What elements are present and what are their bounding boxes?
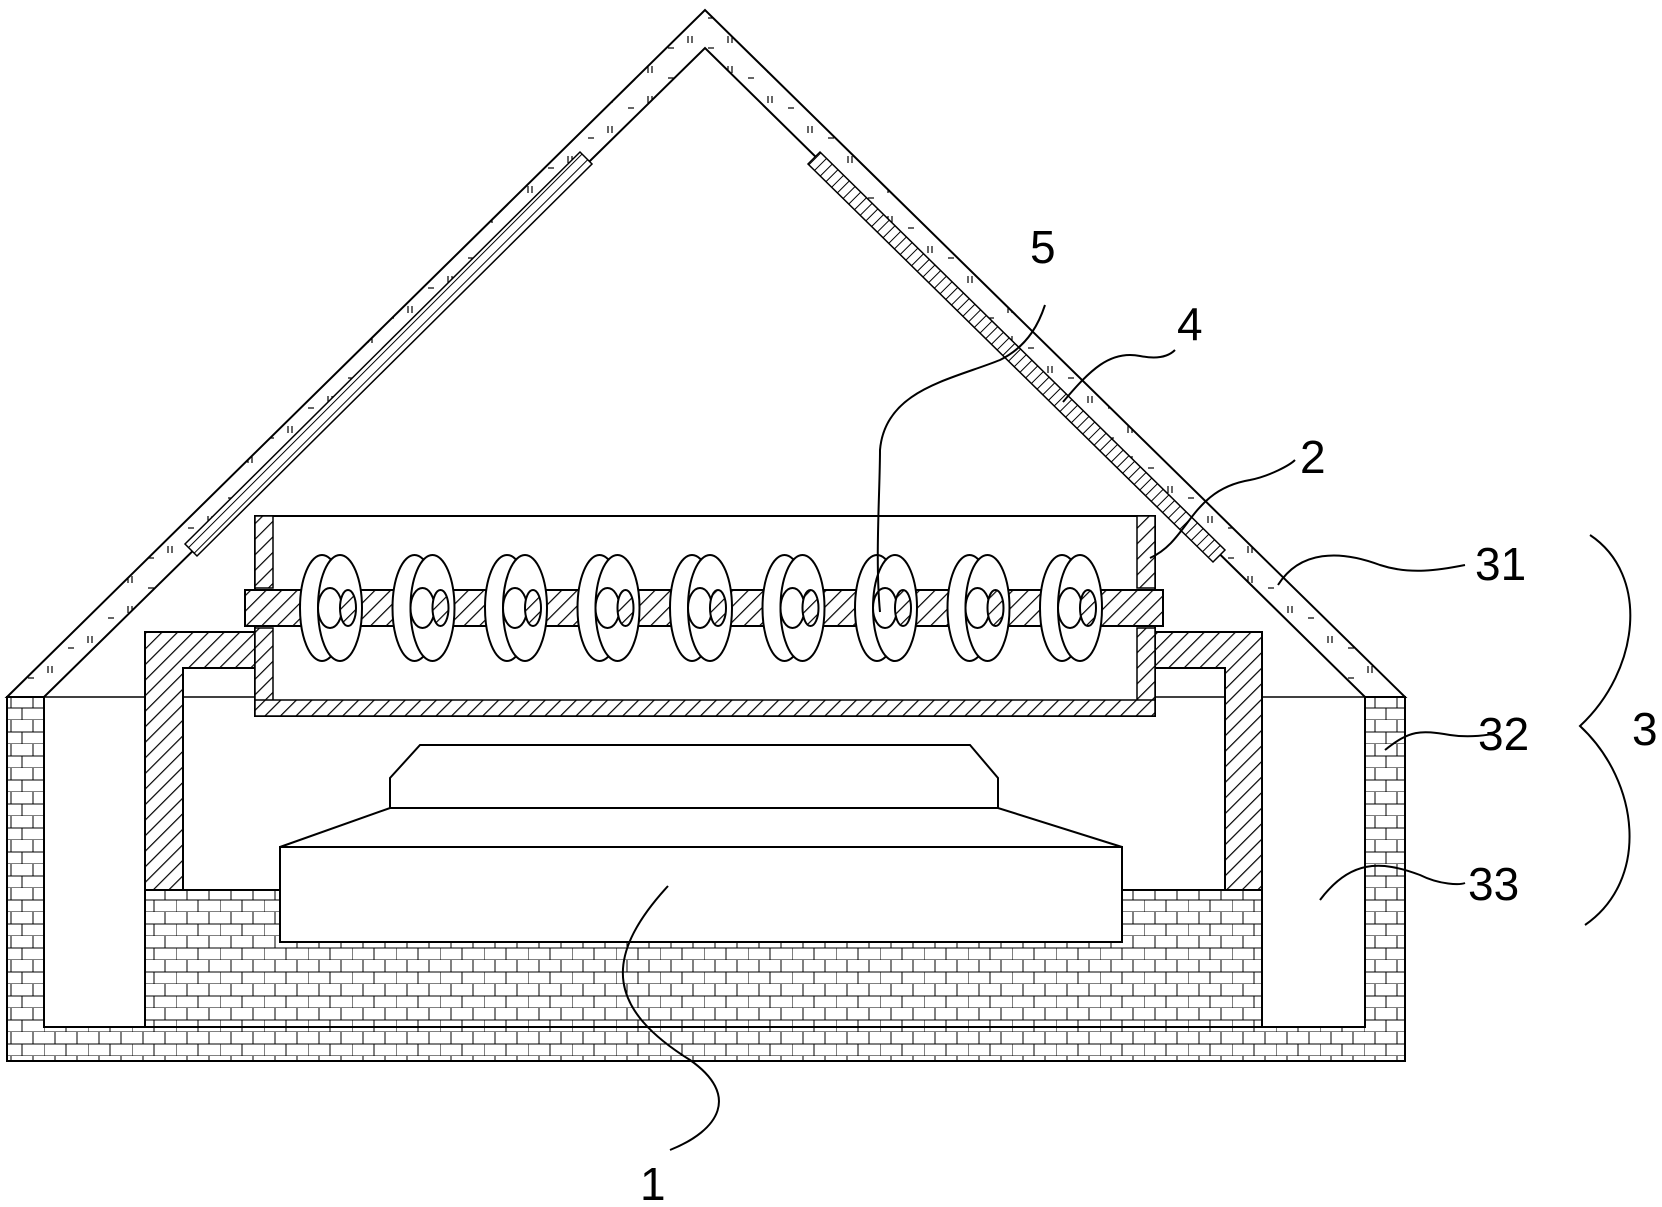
leader-32 [1384,731,1496,751]
leader-33 [1319,864,1466,901]
right-support-bracket [1154,631,1263,891]
block-mid-slope [279,807,1123,848]
roller-box-right-wall-upper [1136,515,1156,589]
rollers [299,554,1103,662]
leader-5 [876,304,1046,613]
label-32: 32 [1478,708,1529,760]
label-5: 5 [1030,221,1056,273]
roller [299,554,363,662]
right-roof-insulation [806,150,1227,564]
brace-3 [1578,534,1632,926]
label-33: 33 [1468,858,1519,910]
roof-outer-shell [4,8,1408,698]
leader-4 [1062,349,1176,403]
label-3: 3 [1632,703,1658,755]
roller [391,554,456,662]
left-support-bracket [144,631,256,891]
roller [669,554,733,662]
label-2: 2 [1300,431,1326,483]
leader-lines [621,304,1632,1151]
leader-31 [1277,554,1466,586]
roller [1039,554,1103,662]
left-roof-insulation [183,150,594,558]
roller-box-floor [254,699,1156,717]
roller [854,554,918,662]
component-block [279,744,1123,943]
callout-labels: 1 2 3 4 5 31 32 33 [640,221,1658,1207]
block-top-cap [389,744,999,809]
roller [946,554,1011,662]
roof [4,8,1408,698]
label-4: 4 [1177,298,1203,350]
roller [484,554,548,662]
roller-box-left-wall-upper [254,515,274,589]
label-31: 31 [1475,538,1526,590]
roller-box [244,515,1164,717]
leader-1 [621,885,720,1151]
label-1: 1 [640,1158,666,1207]
roller [576,554,641,662]
leader-2 [1149,459,1296,559]
block-main-body [279,846,1123,943]
roller [761,554,826,662]
